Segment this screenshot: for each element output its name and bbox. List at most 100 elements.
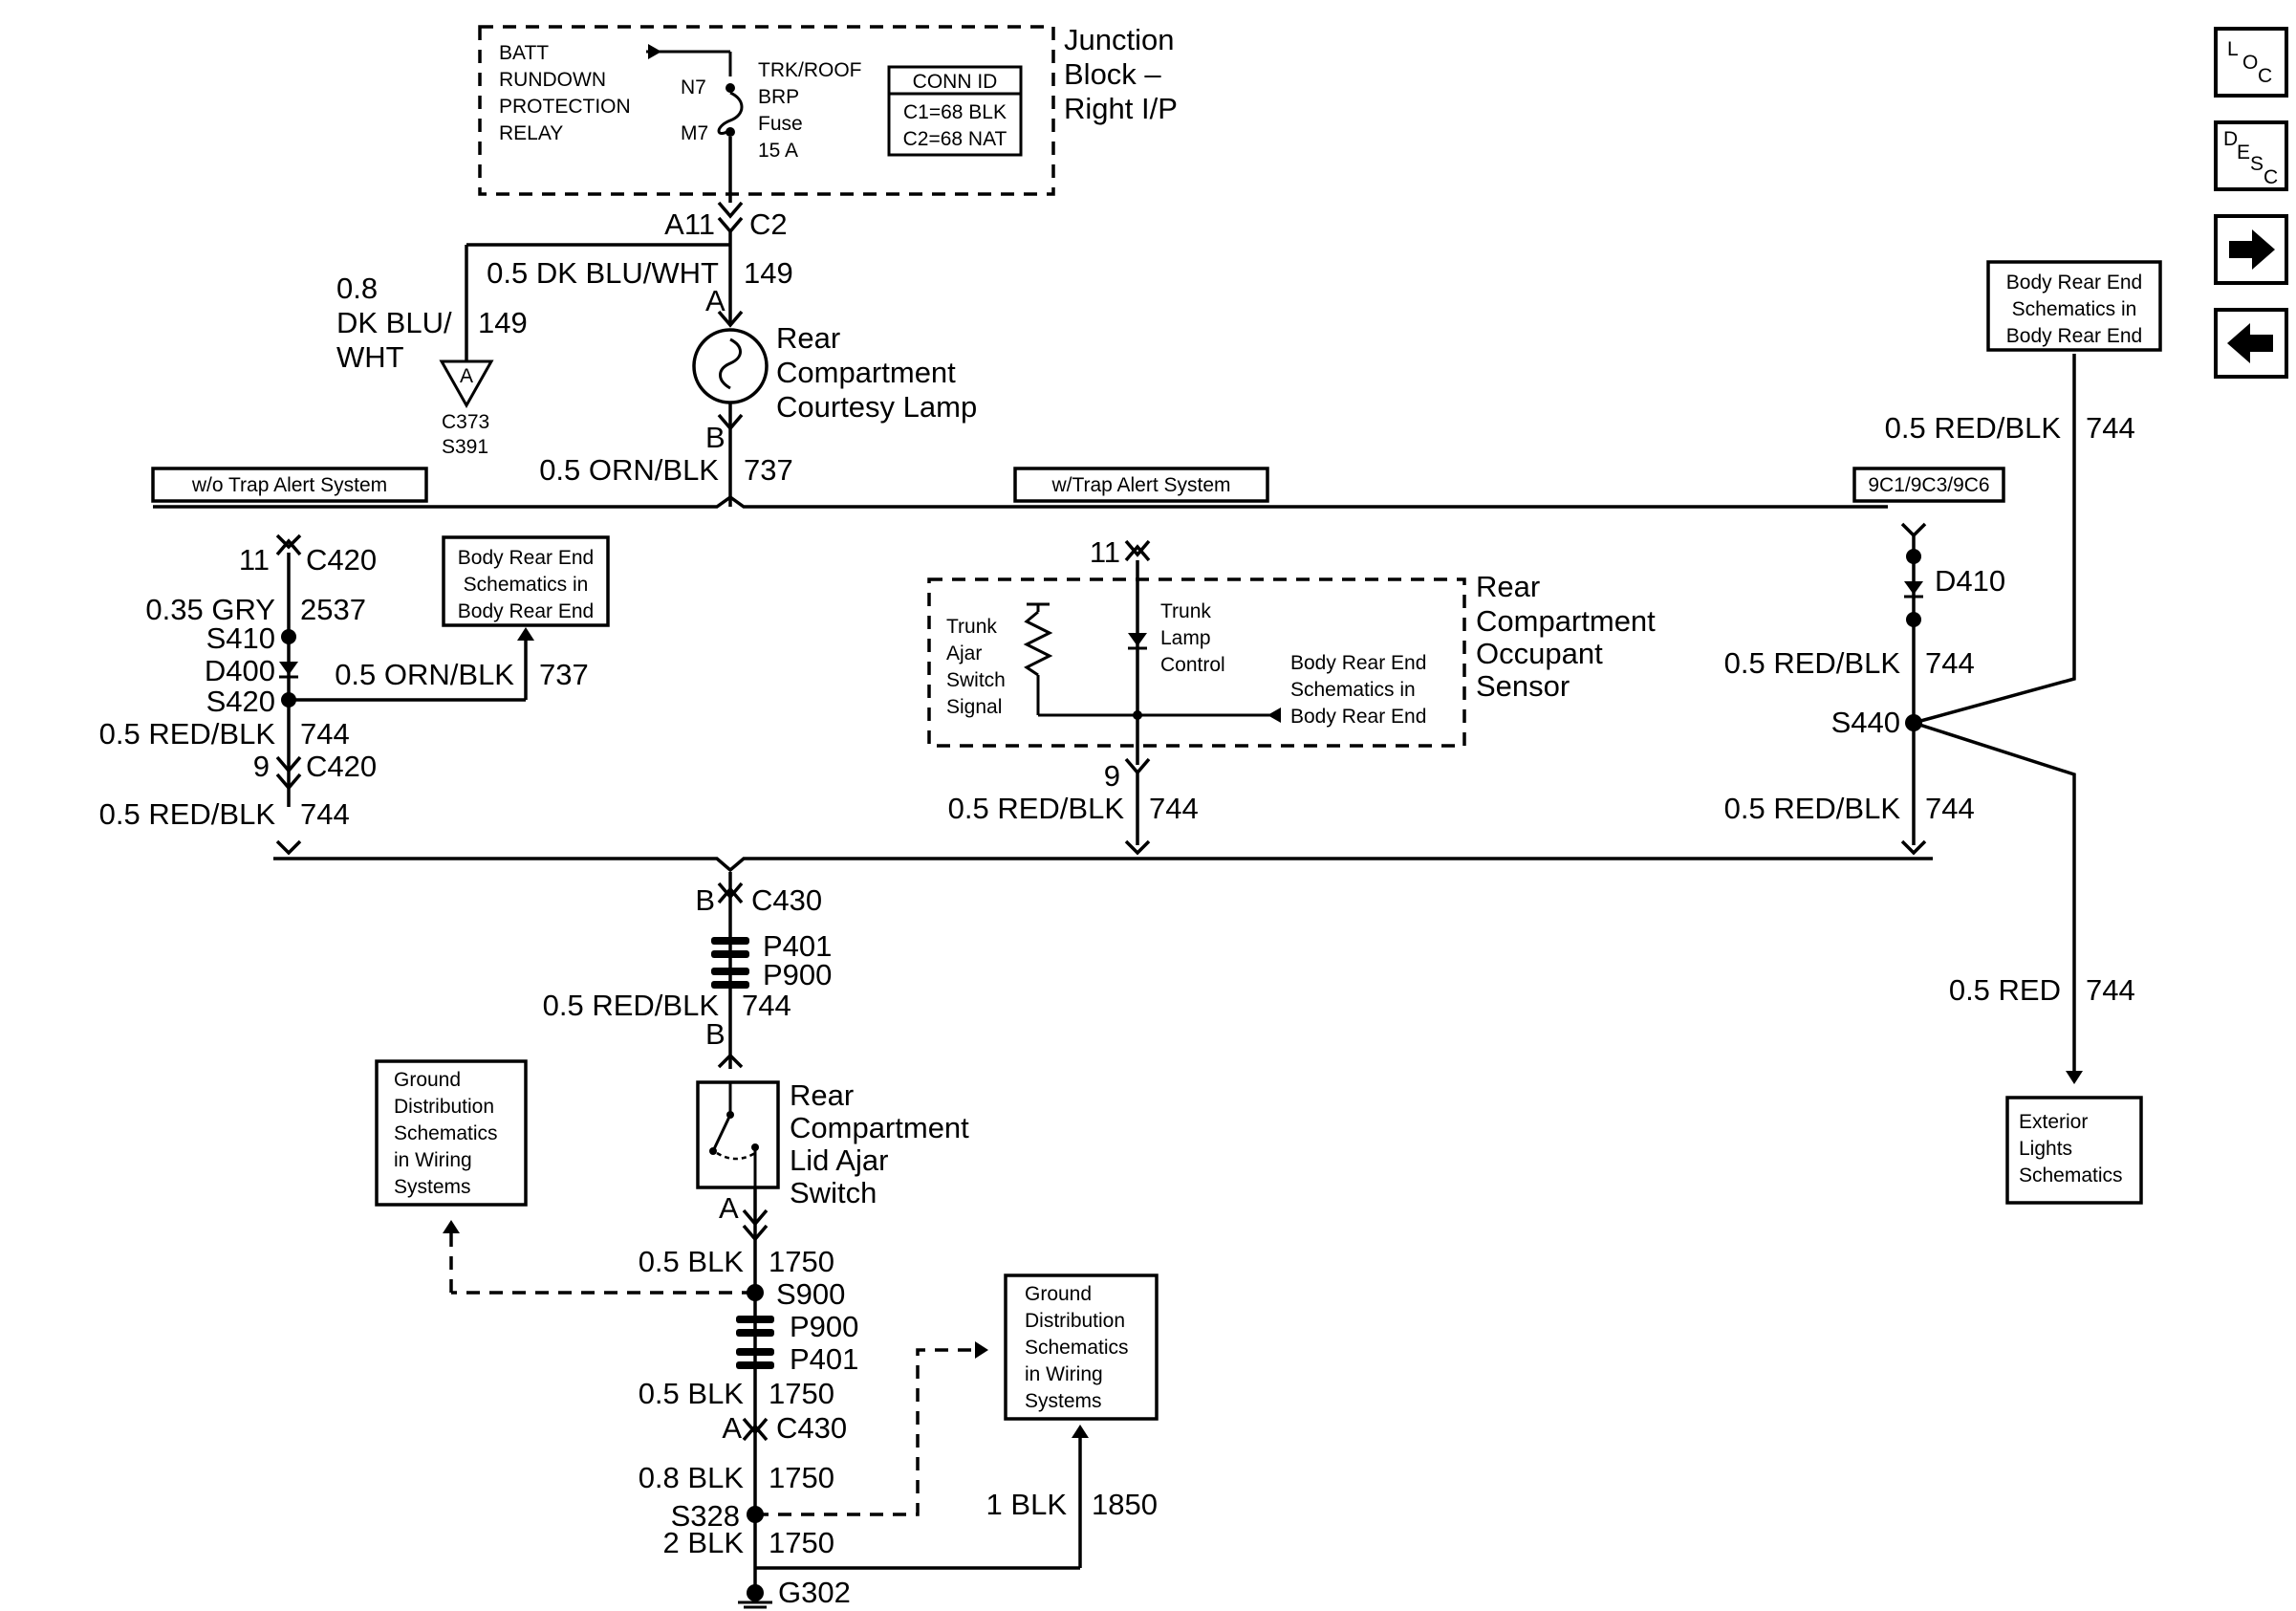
ref-body-rear-right[interactable] bbox=[1986, 260, 2162, 352]
p900-top-b-icon bbox=[711, 981, 749, 989]
junction-block-title-3: Right I/P bbox=[1064, 92, 1178, 125]
p900-bot-b-icon bbox=[736, 1329, 774, 1337]
d410-top-dot bbox=[1906, 549, 1921, 564]
desc-button-frame bbox=[2214, 120, 2288, 191]
trunk-ajar-label-4: Signal bbox=[946, 696, 1002, 718]
p900-top-label: P900 bbox=[763, 958, 832, 991]
c430-bot-pin: A bbox=[722, 1411, 742, 1445]
c430-top-pin: B bbox=[695, 883, 715, 917]
blk2-circuit: 1750 bbox=[769, 1377, 834, 1410]
pin-m7-dot bbox=[726, 127, 735, 137]
p900-bot-label: P900 bbox=[790, 1310, 858, 1343]
blk1-label: 0.5 BLK bbox=[639, 1245, 745, 1278]
left-feed-gauge-2: DK BLU/ bbox=[336, 306, 452, 339]
ref-body-rear-left-1: Body Rear End bbox=[458, 547, 594, 569]
c420-top-connector-icon bbox=[275, 533, 302, 550]
option-brace-top bbox=[153, 494, 1888, 509]
trunk-ajar-label-2: Ajar bbox=[946, 642, 982, 664]
diode-d400-label: D400 bbox=[205, 654, 275, 687]
loc-button[interactable]: L O C bbox=[2214, 27, 2288, 98]
blk3-circuit: 1750 bbox=[769, 1461, 834, 1494]
lamp-connector-b-icon bbox=[717, 413, 744, 431]
blk3-label: 0.8 BLK bbox=[639, 1461, 745, 1494]
right-bot-red-label: 0.5 RED/BLK bbox=[1724, 792, 1901, 825]
diode-d400-icon bbox=[279, 662, 298, 675]
pin-m7-label: M7 bbox=[681, 122, 708, 144]
ref-body-rear-left[interactable] bbox=[442, 535, 610, 627]
ext-red-circuit: 744 bbox=[2086, 973, 2135, 1007]
blk2-label: 0.5 BLK bbox=[639, 1377, 745, 1410]
relay-label-4: RELAY bbox=[499, 122, 563, 144]
offpage-ref-2: S391 bbox=[442, 436, 488, 458]
ref-body-rear-left-2: Schematics in bbox=[464, 574, 589, 596]
relay-arrow-icon bbox=[648, 44, 661, 59]
conn-id-row-1: C1=68 BLK bbox=[903, 101, 1007, 123]
lamp-filament-icon bbox=[719, 337, 742, 390]
sensor-body-ref-arrow-icon bbox=[1267, 708, 1281, 723]
prev-button[interactable] bbox=[2214, 308, 2288, 379]
switch-label-2: Compartment bbox=[790, 1111, 969, 1144]
next-button[interactable] bbox=[2214, 214, 2288, 285]
trunk-ajar-resistor-icon bbox=[1023, 610, 1053, 677]
p401-bot-label: P401 bbox=[790, 1342, 858, 1376]
left-feed-gauge-1: 0.8 bbox=[336, 272, 378, 305]
conn-id-table bbox=[887, 65, 1023, 157]
left-feed-gauge-3: WHT bbox=[336, 340, 404, 374]
c430-bot-connector-b-icon bbox=[742, 1424, 769, 1442]
exterior-ref-arrow-icon bbox=[2066, 1071, 2083, 1084]
right-bot-red-circuit: 744 bbox=[1925, 792, 1975, 825]
offpage-ref-1: C373 bbox=[442, 411, 489, 433]
ref-ground-right-1: Ground bbox=[1025, 1283, 1092, 1305]
switch-pin-b: B bbox=[705, 1017, 726, 1051]
switch-blade-dot bbox=[709, 1147, 717, 1155]
ref-exterior-lights-3: Schematics bbox=[2019, 1165, 2123, 1186]
trunk-lamp-label-2: Lamp bbox=[1160, 627, 1211, 649]
mid-red-circuit: 744 bbox=[1149, 792, 1199, 825]
ref-ground-right-4: in Wiring bbox=[1025, 1363, 1103, 1385]
blk1850-circuit: 1850 bbox=[1092, 1488, 1158, 1521]
blk1850-label: 1 BLK bbox=[986, 1488, 1068, 1521]
ground-g302-label: G302 bbox=[778, 1576, 851, 1609]
c420-bot-connector-icon bbox=[275, 755, 302, 773]
offpage-connector-icon bbox=[439, 359, 494, 409]
p900-bot-icon bbox=[736, 1316, 774, 1323]
ref-body-rear-right-2: Schematics in bbox=[2012, 298, 2137, 320]
ref-ground-right-3: Schematics bbox=[1025, 1337, 1129, 1359]
fuse-label-4: 15 A bbox=[758, 140, 798, 162]
ref-exterior-lights[interactable] bbox=[2005, 1096, 2143, 1205]
c430-top-connector-b-icon bbox=[717, 886, 744, 904]
lamp-label-2: Compartment bbox=[776, 356, 956, 389]
ground-ref-left-arrow-icon bbox=[443, 1220, 460, 1233]
ref-ground-left[interactable] bbox=[375, 1059, 528, 1207]
ref-ground-left-4: in Wiring bbox=[394, 1149, 472, 1171]
loc-letter-c: C bbox=[2258, 65, 2272, 87]
right-d410-red-label: 0.5 RED/BLK bbox=[1724, 646, 1901, 680]
lamp-label-1: Rear bbox=[776, 321, 840, 355]
desc-letter-c: C bbox=[2264, 166, 2278, 188]
desc-letter-s: S bbox=[2250, 153, 2264, 175]
junction-block-title-2: Block – bbox=[1064, 57, 1161, 91]
connector-c2b-icon bbox=[717, 216, 744, 234]
loc-button-frame bbox=[2214, 27, 2288, 98]
right-top-red-label: 0.5 RED/BLK bbox=[1885, 411, 2062, 445]
switch-blade bbox=[711, 1114, 732, 1152]
diode-d410-label: D410 bbox=[1935, 564, 2005, 598]
lamp-pin-a: A bbox=[705, 284, 726, 317]
ref-ground-left-1: Ground bbox=[394, 1069, 461, 1091]
p401-bot-icon bbox=[736, 1348, 774, 1356]
option-rpo-box bbox=[1852, 467, 2005, 503]
lamp-out-wire-label: 0.5 ORN/BLK bbox=[539, 453, 719, 487]
ref-ground-left-2: Distribution bbox=[394, 1096, 494, 1118]
desc-button[interactable]: D E S C bbox=[2214, 120, 2288, 191]
right-bottom-connector-icon bbox=[1900, 839, 1927, 856]
splice-s410-dot bbox=[281, 629, 296, 644]
fuse-label-2: BRP bbox=[758, 86, 799, 108]
sensor-body-ref-1: Body Rear End bbox=[1290, 652, 1426, 674]
sensor-body-ref-3: Body Rear End bbox=[1290, 706, 1426, 728]
sensor-connector-top-icon bbox=[1124, 539, 1151, 557]
splice-s328-label: S328 bbox=[671, 1499, 740, 1533]
junction-block-title-1: Junction bbox=[1064, 23, 1174, 56]
s440-to-body-wire bbox=[1913, 354, 2076, 725]
ref-ground-right[interactable] bbox=[1004, 1274, 1159, 1421]
option-without-trap-label: w/o Trap Alert System bbox=[191, 474, 387, 496]
